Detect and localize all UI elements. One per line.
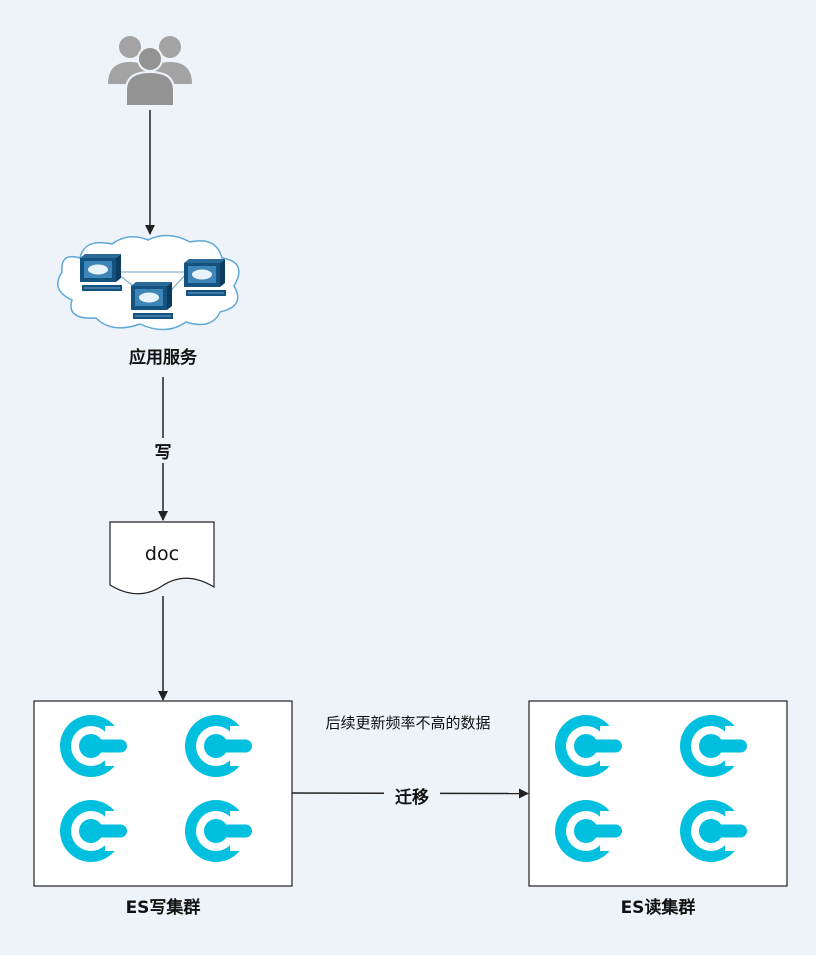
doc-label: doc — [144, 543, 180, 565]
doc-shape — [109, 521, 215, 595]
write-cluster-label: ES写集群 — [125, 898, 201, 918]
write-edge-label: 写 — [148, 438, 178, 463]
users-group-icon — [108, 36, 192, 107]
migrate-note: 后续更新频率不高的数据 — [325, 714, 491, 732]
migrate-edge-label: 迁移 — [384, 783, 440, 808]
server-cloud-icon — [57, 234, 240, 331]
read-cluster-label: ES读集群 — [620, 898, 696, 918]
service-label: 应用服务 — [129, 348, 197, 368]
